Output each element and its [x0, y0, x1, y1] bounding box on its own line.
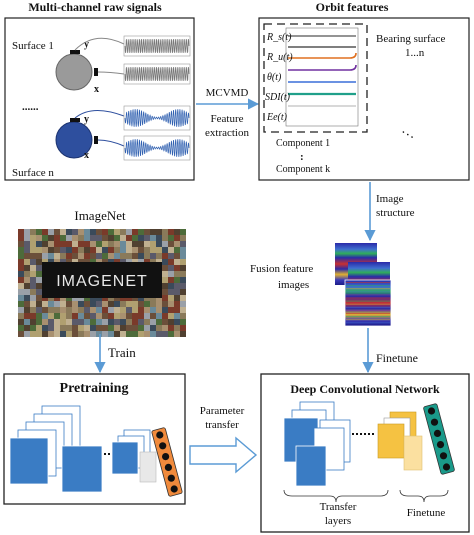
feature-label: Feature	[211, 113, 244, 125]
raw-signals-title: Multi-channel raw signals	[28, 0, 162, 14]
orbit-feature-curves	[288, 35, 357, 107]
parameter-transfer-arrow	[189, 436, 258, 474]
signal-y-n	[123, 105, 191, 131]
axis-x-n: x	[84, 150, 89, 161]
finetune-brace	[399, 489, 449, 503]
orbit-label-ru: R_u(t)	[266, 52, 293, 63]
sensor-y-1	[70, 50, 80, 54]
orbit-features-title: Orbit features	[316, 0, 389, 14]
finetune-arrow-label: Finetune	[376, 351, 418, 365]
extraction-label: extraction	[205, 127, 249, 139]
bearing-surface-range: 1...n	[405, 47, 425, 59]
structure-label: structure	[376, 207, 415, 219]
dcn-finetune-label: Finetune	[407, 507, 446, 519]
sensor-x-1	[94, 68, 98, 76]
sensor-y-n	[70, 118, 80, 122]
fusion-feature-images	[335, 243, 392, 327]
cable-y-1	[74, 37, 125, 51]
surface-n-label: Surface n	[12, 167, 54, 179]
transfer-layers-label-1: Transfer	[320, 501, 357, 513]
orbit-label-rs: R_s(t)	[266, 32, 292, 43]
parameter-label: Parameter	[200, 405, 245, 417]
dcn-conv-blocks	[283, 401, 423, 487]
transfer-label: transfer	[205, 419, 239, 431]
image-label: Image	[376, 193, 404, 205]
mcvmd-label: MCVMD	[206, 87, 249, 99]
component-1-label: Component 1	[276, 138, 330, 149]
imagenet-logo-text: IMAGENET	[56, 273, 148, 290]
component-dashed-frame	[263, 23, 368, 133]
pretraining-conv-blocks	[9, 405, 157, 493]
component-vdots: :	[300, 151, 304, 163]
imagenet-title: ImageNet	[74, 208, 126, 223]
cable-x-1	[97, 71, 125, 75]
bearing-surface-label: Bearing surface	[376, 33, 445, 45]
pretraining-title: Pretraining	[60, 381, 129, 396]
orbit-label-ee: Ee(t)	[266, 112, 288, 123]
orbit-plot	[285, 27, 359, 127]
dcn-title: Deep Convolutional Network	[290, 382, 440, 396]
axis-y-1: y	[84, 39, 89, 50]
cable-y-n	[74, 110, 125, 119]
axis-x-1: x	[94, 84, 99, 95]
imagenet-mosaic: IMAGENET	[18, 229, 186, 337]
component-k-label: Component k	[276, 164, 330, 175]
cable-x-n	[97, 139, 125, 147]
transfer-layers-label-2: layers	[325, 515, 351, 527]
dcn-fc-layer	[423, 403, 455, 475]
train-label: Train	[108, 345, 136, 360]
fusion-label-1: Fusion feature	[250, 263, 313, 275]
orbit-label-sdi: SDI(t)	[265, 92, 291, 103]
transfer-layers-brace	[283, 489, 389, 503]
pretraining-fc-layer	[151, 427, 183, 497]
signal-x-1	[123, 63, 191, 85]
signal-x-n	[123, 135, 191, 161]
axis-y-n: y	[84, 114, 89, 125]
surfaces-ellipsis: ......	[22, 101, 39, 113]
surface-1-disk	[55, 53, 93, 91]
orbit-label-theta: θ(t)	[267, 72, 282, 83]
signal-y-1	[123, 35, 191, 57]
sensor-x-n	[94, 136, 98, 144]
surface-1-label: Surface 1	[12, 40, 54, 52]
fusion-label-2: images	[278, 279, 309, 291]
